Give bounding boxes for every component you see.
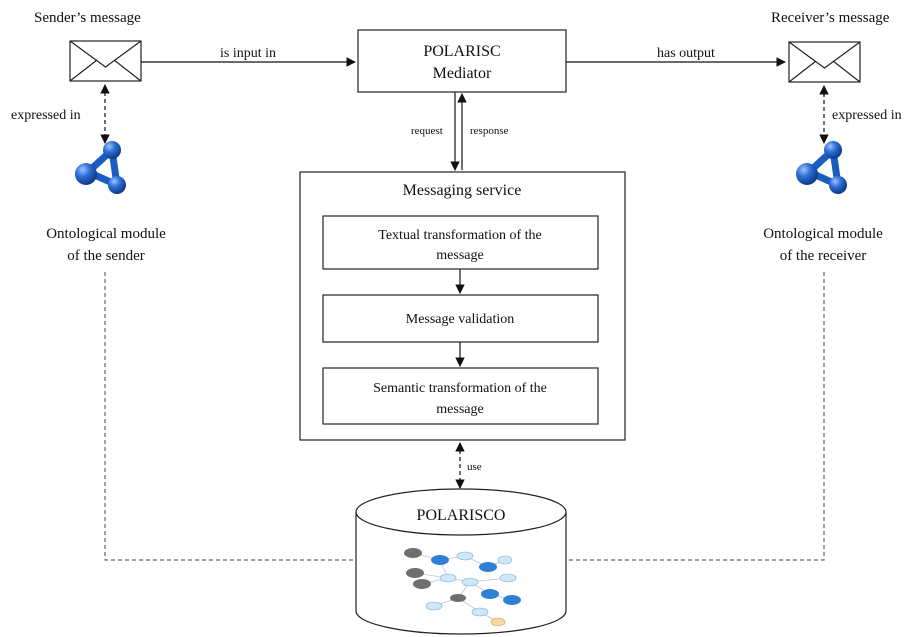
- sender-envelope-icon: [69, 40, 142, 82]
- polarisc-mediator-box: [357, 29, 567, 93]
- message-validation-label: Message validation: [406, 312, 514, 327]
- request-label: request: [411, 125, 443, 137]
- expressed-in-left-label: expressed in: [11, 108, 81, 123]
- receiver-message-label: Receiver’s message: [771, 10, 890, 26]
- semantic-transformation-line2: message: [436, 402, 483, 417]
- textual-transformation-box: [322, 215, 599, 270]
- textual-transformation-line1: Textual transformation of the: [378, 228, 541, 243]
- semantic-transformation-line1: Semantic transformation of the: [373, 381, 547, 396]
- mediator-title-line2: Mediator: [433, 65, 492, 82]
- receiver-module-to-polarisco-link: [566, 272, 825, 561]
- messaging-service-title: Messaging service: [403, 182, 522, 199]
- sender-module-line1: Ontological module: [46, 226, 166, 242]
- receiver-ontology-icon: [796, 141, 847, 194]
- semantic-transformation-box: [322, 367, 599, 425]
- polarisco-label: POLARISCO: [417, 507, 506, 524]
- sender-ontology-icon: [75, 141, 126, 194]
- ontology-graph-icon: [404, 548, 521, 627]
- response-label: response: [470, 125, 509, 137]
- is-input-in-label: is input in: [220, 46, 276, 61]
- sender-message-label: Sender’s message: [34, 10, 141, 26]
- has-output-label: has output: [657, 46, 715, 61]
- expressed-in-right-label: expressed in: [832, 108, 902, 123]
- textual-transformation-line2: message: [436, 248, 483, 263]
- sender-module-line2: of the sender: [67, 248, 144, 264]
- mediator-title-line1: POLARISC: [423, 43, 500, 60]
- use-label: use: [467, 461, 482, 473]
- receiver-envelope-icon: [788, 41, 861, 83]
- receiver-module-line2: of the receiver: [780, 248, 867, 264]
- sender-module-to-polarisco-link: [104, 272, 356, 561]
- polarisco-database-icon: [355, 488, 567, 635]
- message-validation-box: [322, 294, 599, 343]
- receiver-module-line1: Ontological module: [763, 226, 883, 242]
